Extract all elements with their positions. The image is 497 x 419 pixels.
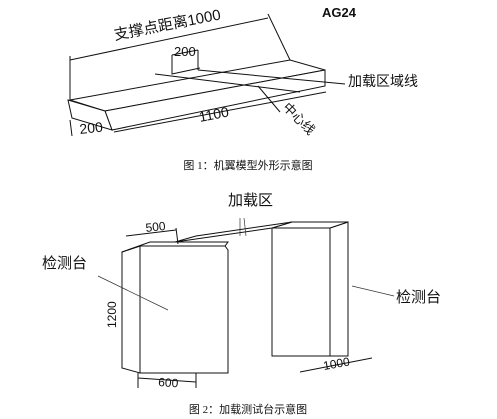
bench-right-label: 检测台 bbox=[396, 289, 441, 306]
center-line bbox=[257, 85, 281, 113]
dim-600-line bbox=[137, 377, 197, 383]
test-bench-figure bbox=[97, 217, 395, 388]
bench-right-leader bbox=[351, 285, 395, 297]
span-dimension-label: 支撑点距离1000 bbox=[113, 7, 223, 44]
load-zone-line-b bbox=[197, 69, 346, 85]
dim-200-left-ext bbox=[69, 119, 73, 137]
figure2-caption: 图 2：加载测试台示意图 bbox=[189, 402, 307, 416]
dim-600-label: 600 bbox=[158, 375, 179, 390]
dim-200-top-box bbox=[171, 55, 201, 75]
load-zone-label: 加载区 bbox=[228, 192, 273, 209]
dim-1000-line bbox=[299, 357, 373, 373]
right-bench-side bbox=[329, 221, 349, 357]
dim-200-top-line bbox=[171, 49, 199, 56]
load-zone-pointer-right bbox=[243, 217, 247, 237]
left-bench-side bbox=[121, 245, 141, 374]
dim-500-label: 500 bbox=[145, 219, 167, 235]
dim-1100-line bbox=[113, 91, 327, 133]
dim-1100-label: 1100 bbox=[198, 103, 231, 124]
dim-1200-label: 1200 bbox=[105, 301, 119, 328]
right-bench-front bbox=[271, 227, 331, 357]
span-dimension-line bbox=[69, 17, 269, 61]
dim-500-ext bbox=[175, 227, 179, 245]
span-ext-right bbox=[267, 13, 291, 61]
bench-left-label: 检测台 bbox=[42, 255, 87, 272]
dim-200-top-label: 200 bbox=[174, 44, 196, 59]
dim-500-line bbox=[125, 229, 177, 237]
bench-left-leader bbox=[97, 275, 169, 311]
wing-end-face bbox=[67, 99, 113, 131]
load-zone-line-label: 加载区域线 bbox=[348, 73, 418, 89]
left-bench-top bbox=[121, 241, 229, 253]
left-bench-front bbox=[139, 245, 229, 374]
load-zone-line-a bbox=[154, 73, 301, 93]
dim-200-left-label: 200 bbox=[79, 119, 104, 137]
center-line-label: 中心线 bbox=[280, 100, 318, 138]
dim-1000-label: 1000 bbox=[322, 354, 351, 372]
figure1-caption: 图 1：机翼模型外形示意图 bbox=[183, 158, 312, 172]
wing-model-figure bbox=[67, 13, 346, 137]
model-name-label: AG24 bbox=[322, 5, 357, 20]
